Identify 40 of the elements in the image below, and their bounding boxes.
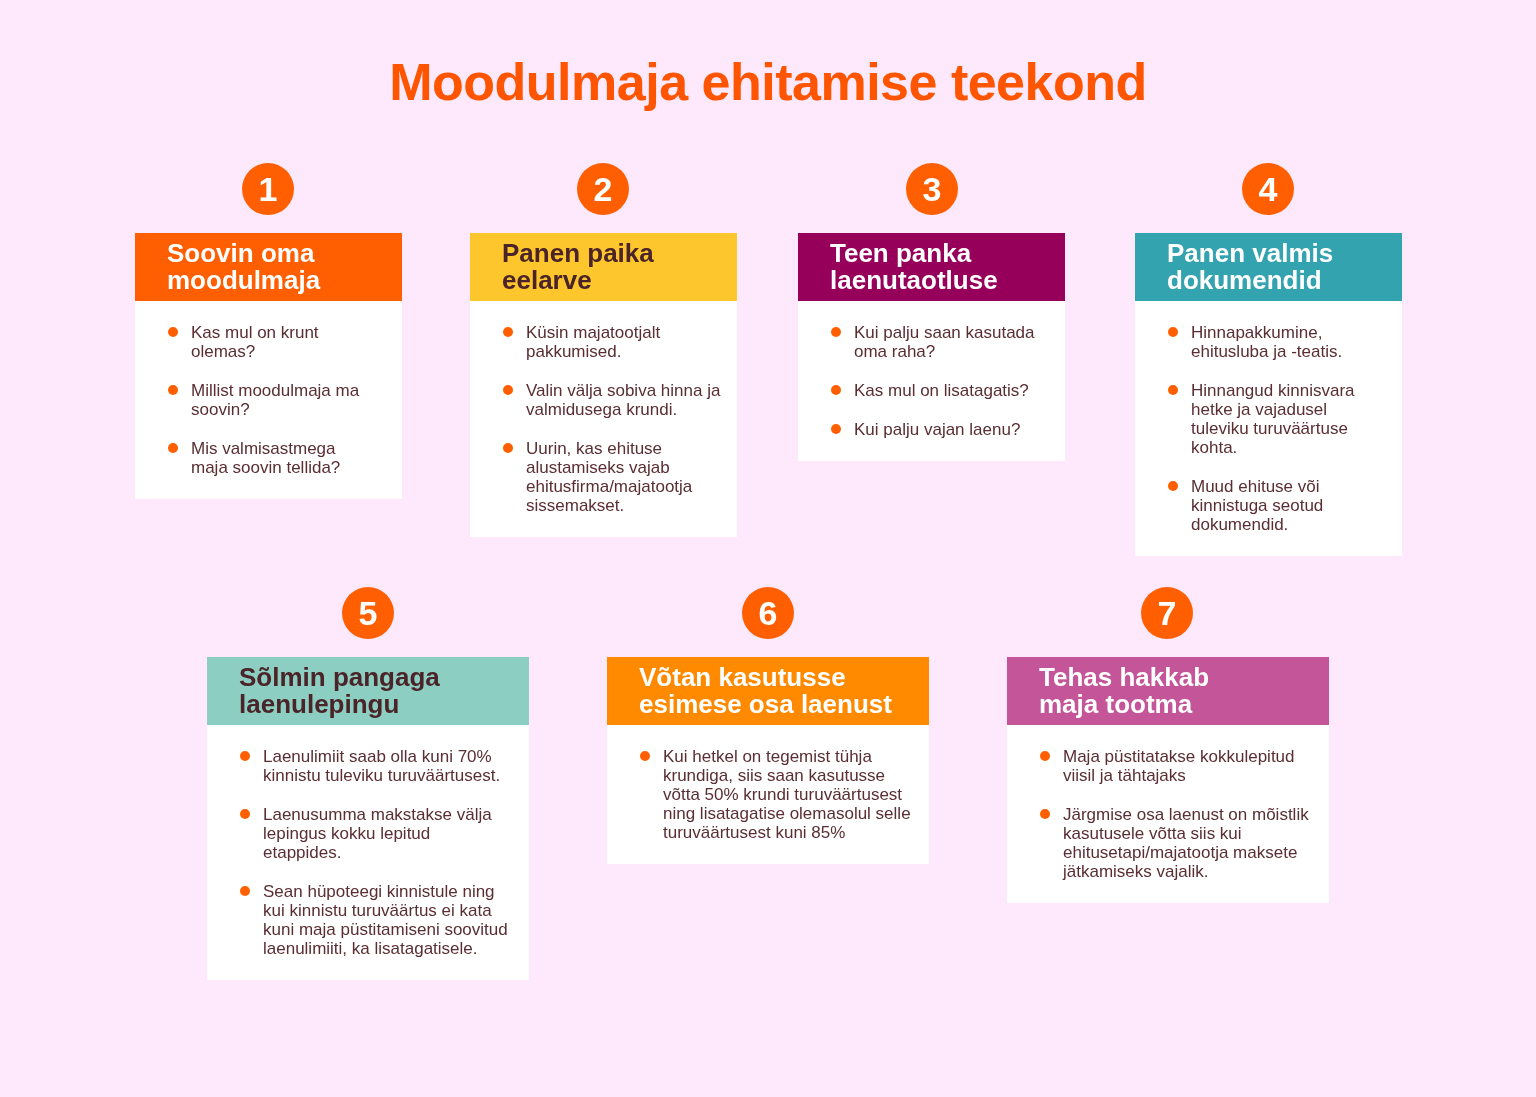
bullet-text: Hinnangud kinnisvara hetke ja vajadusel tuleviku turuväärtuse kohta. [1191, 381, 1356, 457]
bullet-text: Kui palju vajan laenu? [854, 420, 1021, 439]
bullet-text: Kas mul on lisatagatis? [854, 381, 1029, 400]
bullet-text: Laenusumma makstakse välja lepingus kokku lepitud etappides. [263, 805, 493, 862]
step-number-circle: 5 [342, 587, 394, 639]
bullet-text: Valin välja sobiva hinna ja valmidusega krundi. [526, 381, 722, 419]
bullet-text: Mis valmisastmega maja soovin tellida? [191, 439, 342, 477]
step-heading: Teen panka laenutaotluse [798, 233, 1065, 301]
step-heading: Panen paika eelarve [470, 233, 737, 301]
bullet-text: Muud ehituse või kinnistuga seotud dokumendid. [1191, 477, 1325, 534]
bullet-text: Kas mul on krunt olemas? [191, 323, 320, 361]
step-card [135, 233, 402, 499]
bullet-text: Maja püstitatakse kokkulepitud viisil ja tähtajaks [1063, 747, 1296, 785]
step-card [798, 233, 1065, 461]
bullet-text: Hinnapakkumine, ehitusluba ja -teatis. [1191, 323, 1344, 361]
step-card [1135, 233, 1402, 556]
step-number-circle: 6 [742, 587, 794, 639]
step-card [607, 657, 929, 864]
step-heading: Sõlmin pangaga laenulepingu [207, 657, 529, 725]
step-card [1007, 657, 1329, 903]
step-heading: Võtan kasutusse esimese osa laenust [607, 657, 929, 725]
bullet-text: Sean hüpoteegi kinnistule ning kui kinnistu turuväärtus ei kata kuni maja püstitamiseni soovitud laenulimiiti, ka lisatagatisele. [263, 882, 508, 958]
step-heading: Soovin oma moodulmaja [135, 233, 402, 301]
bullet-text: Kui hetkel on tegemist tühja krundiga, siis saan kasutusse võtta 50% krundi turuväärtusest ning lisatagatise olemasolul selle turuväärtusest kuni 85% [663, 747, 911, 842]
bullet-text: Kui palju saan kasutada oma raha? [854, 323, 1036, 361]
step-heading: Tehas hakkab maja tootma [1007, 657, 1329, 725]
bullet-text: Järgmise osa laenust on mõistlik kasutusele võtta siis kui ehitusetapi/majatootja maksete jätkamiseks vajalik. [1063, 805, 1310, 881]
bullet-text: Millist moodulmaja ma soovin? [191, 381, 361, 419]
bullet-text: Uurin, kas ehituse alustamiseks vajab ehitusfirma/majatootja sissemakset. [526, 439, 694, 515]
title: Moodulmaja ehitamise teekond [389, 52, 1147, 112]
bullet-text: Laenulimiit saab olla kuni 70% kinnistu tuleviku turuväärtusest. [263, 747, 502, 785]
bullet-text: Küsin majatootjalt pakkumised. [526, 323, 662, 361]
step-number-circle: 1 [242, 163, 294, 215]
step-heading: Panen valmis dokumendid [1135, 233, 1402, 301]
step-number-circle: 2 [577, 163, 629, 215]
step-number-circle: 3 [906, 163, 958, 215]
step-card [470, 233, 737, 537]
step-number-circle: 4 [1242, 163, 1294, 215]
step-card [207, 657, 529, 980]
step-number-circle: 7 [1141, 587, 1193, 639]
